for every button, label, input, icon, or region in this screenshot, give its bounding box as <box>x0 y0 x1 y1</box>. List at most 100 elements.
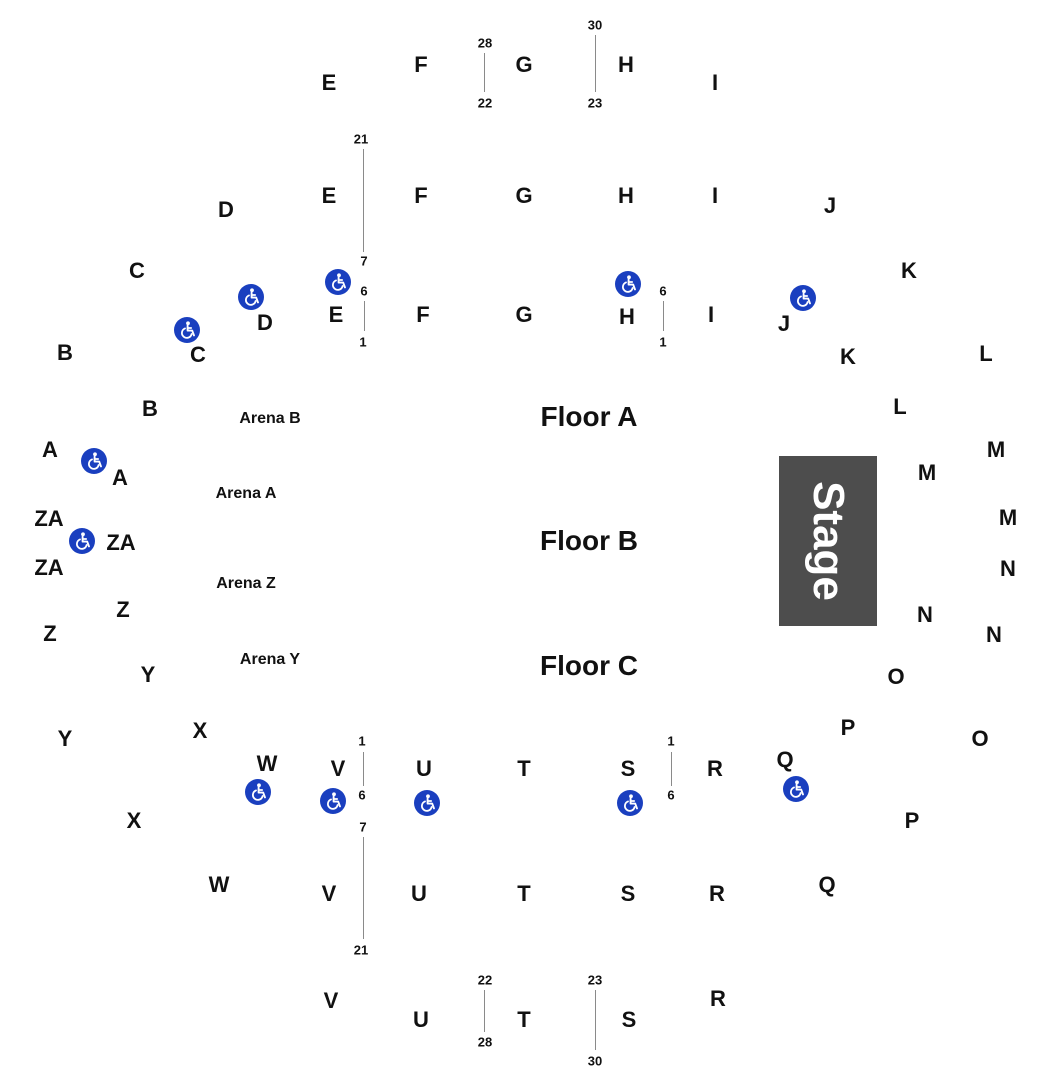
section-label[interactable]: U <box>411 881 427 906</box>
wheelchair-icon[interactable] <box>617 790 643 816</box>
row-number: 21 <box>353 942 369 958</box>
arena-label[interactable]: Arena B <box>239 410 301 427</box>
section-label[interactable]: S <box>621 1007 637 1032</box>
row-number: 1 <box>659 334 667 350</box>
row-divider-line <box>595 35 596 92</box>
section-label[interactable]: ZA <box>34 506 64 531</box>
wheelchair-icon[interactable] <box>238 284 264 310</box>
wheelchair-icon[interactable] <box>69 528 95 554</box>
section-label[interactable]: A <box>42 437 58 462</box>
section-label[interactable]: D <box>257 310 273 335</box>
section-label[interactable]: L <box>893 394 907 419</box>
section-label[interactable]: K <box>901 258 917 283</box>
section-label[interactable]: ZA <box>34 555 64 580</box>
section-label[interactable]: N <box>917 602 933 627</box>
section-label[interactable]: M <box>917 460 937 485</box>
wheelchair-icon[interactable] <box>245 779 271 805</box>
section-label[interactable]: T <box>517 1007 531 1032</box>
section-label[interactable]: V <box>323 988 339 1013</box>
section-label[interactable]: ZA <box>106 530 136 555</box>
row-number: 1 <box>667 733 675 749</box>
section-label[interactable]: M <box>986 437 1006 462</box>
section-label[interactable]: S <box>620 881 636 906</box>
wheelchair-icon[interactable] <box>320 788 346 814</box>
section-label[interactable]: Y <box>140 662 156 687</box>
section-label[interactable]: E <box>321 70 337 95</box>
section-label[interactable]: J <box>777 311 791 336</box>
section-label[interactable]: G <box>515 183 533 208</box>
section-label[interactable]: Z <box>43 621 57 646</box>
section-label[interactable]: E <box>321 183 337 208</box>
section-label[interactable]: P <box>840 715 856 740</box>
section-label[interactable]: F <box>414 183 428 208</box>
section-label[interactable]: U <box>416 756 432 781</box>
section-label[interactable]: H <box>619 304 635 329</box>
section-label[interactable]: D <box>218 197 234 222</box>
section-label[interactable]: I <box>707 302 715 327</box>
section-label[interactable]: O <box>887 664 905 689</box>
row-number: 6 <box>358 787 366 803</box>
wheelchair-icon[interactable] <box>174 317 200 343</box>
section-label[interactable]: G <box>515 302 533 327</box>
section-label[interactable]: C <box>190 342 206 367</box>
section-label[interactable]: J <box>823 193 837 218</box>
section-label[interactable]: A <box>112 465 128 490</box>
section-label[interactable]: B <box>57 340 73 365</box>
section-label[interactable]: N <box>986 622 1002 647</box>
section-label[interactable]: H <box>618 52 634 77</box>
floor-label[interactable]: Floor A <box>540 401 638 432</box>
section-label[interactable]: R <box>710 986 726 1011</box>
section-label[interactable]: X <box>126 808 142 833</box>
section-label[interactable]: N <box>1000 556 1016 581</box>
section-label[interactable]: H <box>618 183 634 208</box>
section-label[interactable]: M <box>998 505 1018 530</box>
section-label[interactable]: W <box>256 751 278 776</box>
section-label[interactable]: Y <box>57 726 73 751</box>
section-label[interactable]: P <box>904 808 920 833</box>
section-label[interactable]: K <box>840 344 856 369</box>
section-label[interactable]: Q <box>776 747 794 772</box>
section-label[interactable]: S <box>620 756 636 781</box>
row-number: 6 <box>659 283 667 299</box>
section-label[interactable]: Z <box>116 597 130 622</box>
section-label[interactable]: G <box>515 52 533 77</box>
wheelchair-icon[interactable] <box>615 271 641 297</box>
section-label[interactable]: U <box>413 1007 429 1032</box>
section-label[interactable]: I <box>711 183 719 208</box>
arena-label[interactable]: Arena Z <box>216 575 276 592</box>
section-label[interactable]: R <box>707 756 723 781</box>
row-divider-line <box>363 752 364 786</box>
wheelchair-icon[interactable] <box>414 790 440 816</box>
row-divider-line <box>363 149 364 252</box>
section-label[interactable]: F <box>414 52 428 77</box>
section-label[interactable]: V <box>330 756 346 781</box>
section-label[interactable]: V <box>321 881 337 906</box>
section-label[interactable]: L <box>979 341 993 366</box>
section-label[interactable]: Q <box>818 872 836 897</box>
floor-label[interactable]: Floor B <box>540 525 638 556</box>
section-label[interactable]: W <box>208 872 230 897</box>
row-number: 30 <box>587 17 603 33</box>
floor-label[interactable]: Floor C <box>540 650 638 681</box>
section-label[interactable]: B <box>142 396 158 421</box>
section-label[interactable]: O <box>971 726 989 751</box>
section-label[interactable]: F <box>416 302 430 327</box>
wheelchair-icon[interactable] <box>783 776 809 802</box>
wheelchair-icon[interactable] <box>81 448 107 474</box>
section-label[interactable]: T <box>517 881 531 906</box>
wheelchair-icon[interactable] <box>325 269 351 295</box>
arena-label[interactable]: Arena Y <box>239 651 301 668</box>
row-divider-line <box>671 752 672 786</box>
section-label[interactable]: T <box>517 756 531 781</box>
stage-label: Stage <box>804 481 854 601</box>
row-divider-line <box>484 990 485 1032</box>
section-label[interactable]: X <box>192 718 208 743</box>
arena-label[interactable]: Arena A <box>215 485 277 502</box>
section-label[interactable]: E <box>328 302 344 327</box>
stage[interactable]: Stage <box>779 456 877 626</box>
section-label[interactable]: C <box>129 258 145 283</box>
section-label[interactable]: R <box>709 881 725 906</box>
section-label[interactable]: I <box>711 70 719 95</box>
row-number: 7 <box>360 253 368 269</box>
wheelchair-icon[interactable] <box>790 285 816 311</box>
